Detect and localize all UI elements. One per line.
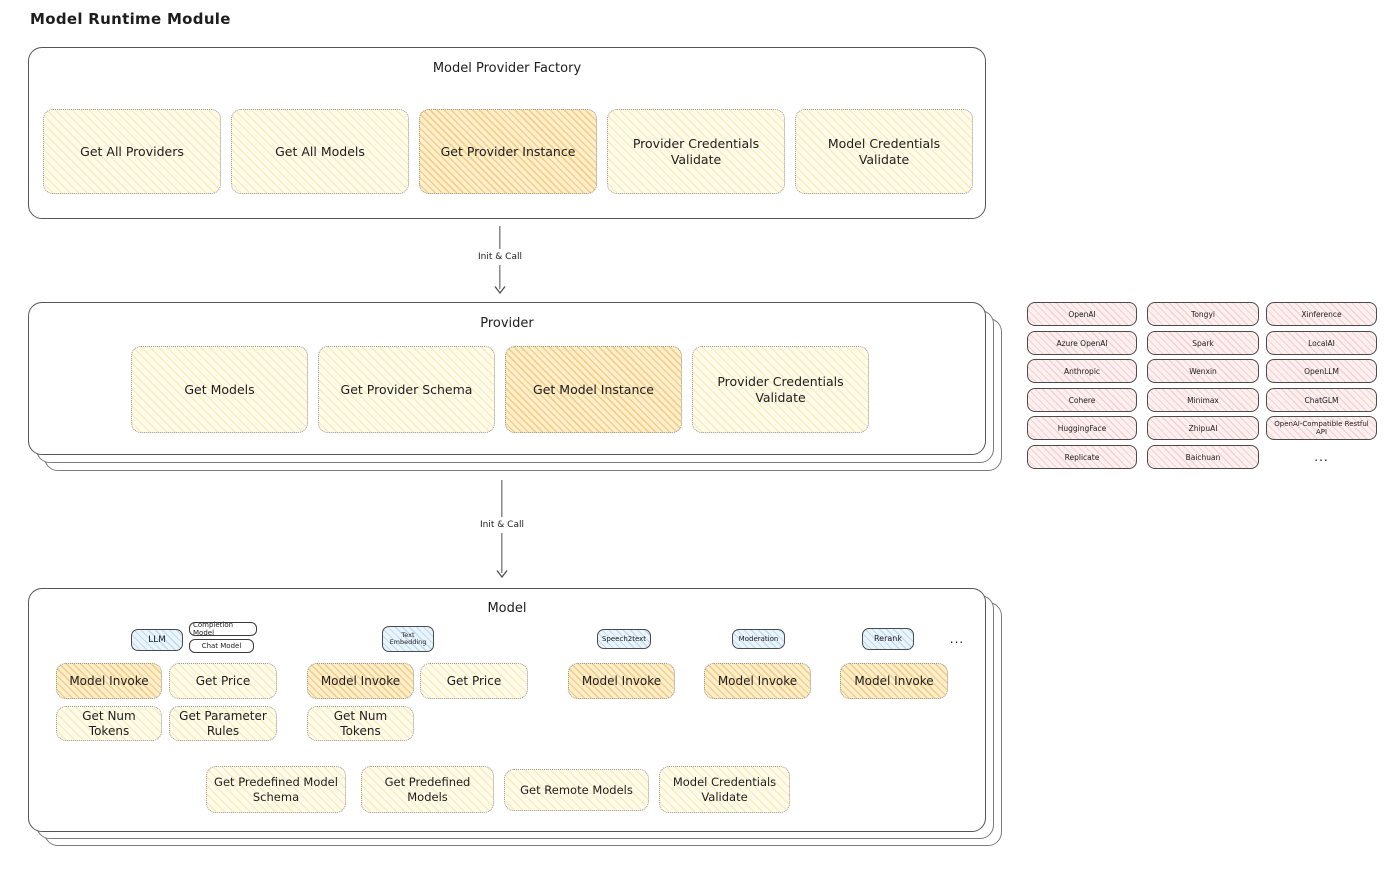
provider-item-openllm: OpenLLM bbox=[1266, 359, 1377, 383]
llm-get-num-tokens-box: Get Num Tokens bbox=[56, 706, 162, 741]
provider-box-get-model-instance: Get Model Instance bbox=[505, 346, 682, 433]
provider-card: Provider Get Models Get Provider Schema … bbox=[28, 302, 986, 455]
provider-box-provider-credentials-validate: Provider Credentials Validate bbox=[692, 346, 869, 433]
factory-box-get-all-providers: Get All Providers bbox=[43, 109, 221, 194]
arrow-factory-to-provider: Init & Call bbox=[473, 226, 527, 294]
get-remote-models-box: Get Remote Models bbox=[504, 769, 649, 811]
provider-item-minimax: Minimax bbox=[1147, 388, 1259, 412]
provider-item-localai: LocalAI bbox=[1266, 331, 1377, 355]
tag-chat-model: Chat Model bbox=[189, 639, 254, 653]
factory-box-get-provider-instance: Get Provider Instance bbox=[419, 109, 597, 194]
tag-speech2text: Speech2text bbox=[597, 629, 651, 649]
page-title: Model Runtime Module bbox=[30, 10, 231, 28]
llm-get-parameter-rules-box: Get Parameter Rules bbox=[169, 706, 277, 741]
tag-moderation: Moderation bbox=[732, 629, 785, 649]
arrow-provider-to-model: Init & Call bbox=[475, 480, 529, 578]
provider-item-openai-compatible-restful-api: OpenAI-Compatible Restful API bbox=[1266, 416, 1377, 440]
text-embedding-get-price-box: Get Price bbox=[420, 663, 528, 699]
arrowhead-down-icon bbox=[496, 570, 508, 578]
provider-item-wenxin: Wenxin bbox=[1147, 359, 1259, 383]
provider-list-ellipsis: ... bbox=[1314, 450, 1329, 464]
provider-item-anthropic: Anthropic bbox=[1027, 359, 1137, 383]
speech2text-model-invoke-box: Model Invoke bbox=[568, 663, 675, 699]
provider-item-xinference: Xinference bbox=[1266, 302, 1377, 326]
llm-get-price-box: Get Price bbox=[169, 663, 277, 699]
factory-card-title: Model Provider Factory bbox=[432, 61, 582, 76]
moderation-model-invoke-box: Model Invoke bbox=[704, 663, 811, 699]
provider-card-title: Provider bbox=[480, 316, 534, 331]
model-card: Model LLM Completion Model Chat Model Te… bbox=[28, 588, 986, 832]
provider-item-zhipuai: ZhipuAI bbox=[1147, 416, 1259, 440]
factory-box-model-credentials-validate: Model Credentials Validate bbox=[795, 109, 973, 194]
provider-box-get-models: Get Models bbox=[131, 346, 308, 433]
text-embedding-get-num-tokens-box: Get Num Tokens bbox=[307, 706, 414, 741]
factory-box-get-all-models: Get All Models bbox=[231, 109, 409, 194]
get-predefined-models-box: Get Predefined Models bbox=[361, 766, 494, 813]
provider-item-spark: Spark bbox=[1147, 331, 1259, 355]
arrow-label: Init & Call bbox=[473, 249, 527, 266]
provider-item-baichuan: Baichuan bbox=[1147, 445, 1259, 469]
provider-item-tongyi: Tongyi bbox=[1147, 302, 1259, 326]
arrowhead-down-icon bbox=[494, 286, 506, 294]
provider-item-azure-openai: Azure OpenAI bbox=[1027, 331, 1137, 355]
model-credentials-validate-box: Model Credentials Validate bbox=[659, 766, 790, 813]
text-embedding-model-invoke-box: Model Invoke bbox=[307, 663, 414, 699]
tag-completion-model: Completion Model bbox=[189, 621, 257, 637]
provider-item-cohere: Cohere bbox=[1027, 388, 1137, 412]
provider-item-chatglm: ChatGLM bbox=[1266, 388, 1377, 412]
provider-box-get-provider-schema: Get Provider Schema bbox=[318, 346, 495, 433]
model-tags-ellipsis: ... bbox=[949, 632, 965, 646]
arrow-label: Init & Call bbox=[475, 517, 529, 534]
tag-rerank: Rerank bbox=[862, 628, 914, 650]
model-card-title: Model bbox=[487, 601, 527, 616]
tag-text-embedding: Text Embedding bbox=[382, 626, 434, 652]
provider-item-replicate: Replicate bbox=[1027, 445, 1137, 469]
rerank-model-invoke-box: Model Invoke bbox=[840, 663, 948, 699]
factory-card: Model Provider Factory Get All Providers… bbox=[28, 47, 986, 219]
factory-box-provider-credentials-validate: Provider Credentials Validate bbox=[607, 109, 785, 194]
get-predefined-model-schema-box: Get Predefined Model Schema bbox=[206, 766, 346, 813]
provider-item-openai: OpenAI bbox=[1027, 302, 1137, 326]
tag-llm: LLM bbox=[131, 629, 183, 651]
provider-item-huggingface: HuggingFace bbox=[1027, 416, 1137, 440]
llm-model-invoke-box: Model Invoke bbox=[56, 663, 162, 699]
